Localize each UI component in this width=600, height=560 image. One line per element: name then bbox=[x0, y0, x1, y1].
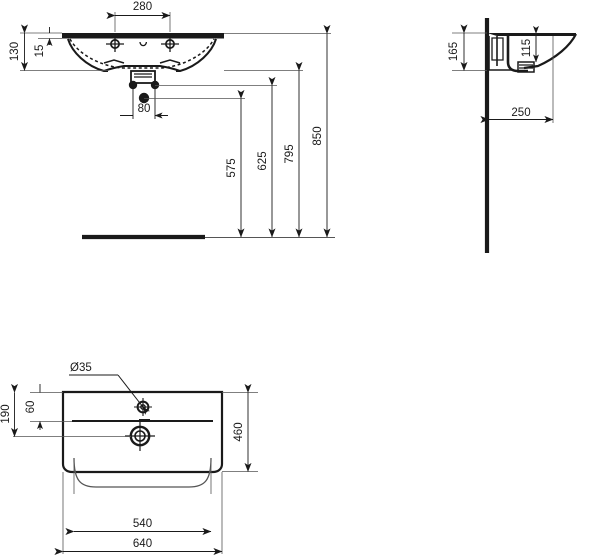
dimension-850: 850 bbox=[312, 24, 331, 238]
dimension-540-label: 540 bbox=[133, 518, 152, 530]
overflow-slot bbox=[139, 41, 148, 47]
waste-outlet-hatch bbox=[134, 73, 152, 78]
dimension-625-label: 625 bbox=[257, 151, 269, 170]
dimension-280: 280 bbox=[106, 1, 171, 32]
dimension-795-label: 795 bbox=[284, 144, 296, 163]
dimension-640-label: 640 bbox=[133, 538, 152, 550]
overflow-notch-plan bbox=[139, 419, 150, 422]
dimension-795: 795 bbox=[284, 61, 303, 238]
ledge-chevron-right bbox=[159, 59, 181, 64]
bowl-inner-plan bbox=[73, 457, 212, 488]
dimension-80: 80 bbox=[120, 85, 168, 119]
front-elevation-view: 280 130 15 80 bbox=[9, 1, 335, 240]
dimension-130: 130 bbox=[9, 24, 108, 71]
bracket-plate bbox=[491, 37, 504, 61]
bowl-lower-front bbox=[103, 64, 181, 72]
plan-view: Ø35 60 190 460 540 640 bbox=[0, 362, 258, 555]
dimension-165: 165 bbox=[448, 24, 487, 71]
waste-outlet-plan bbox=[125, 421, 155, 451]
bowl-outer-left bbox=[66, 38, 108, 73]
dimension-diameter-35: Ø35 bbox=[69, 362, 151, 415]
dimension-60: 60 bbox=[25, 384, 72, 430]
dimension-280-label: 280 bbox=[133, 1, 152, 13]
dimension-15-label: 15 bbox=[34, 45, 46, 58]
dimension-250: 250 bbox=[480, 36, 554, 123]
dimension-575: 575 bbox=[226, 89, 245, 238]
dimension-60-label: 60 bbox=[25, 401, 37, 414]
dimension-130-label: 130 bbox=[9, 42, 21, 61]
waste-hatch-side bbox=[519, 64, 533, 69]
basin-plan-outline bbox=[61, 390, 224, 474]
dimension-80-label: 80 bbox=[138, 103, 151, 115]
basin-rim-section bbox=[487, 33, 576, 36]
dimension-250-label: 250 bbox=[511, 107, 530, 119]
dimension-165-label: 165 bbox=[448, 42, 460, 61]
side-elevation-view: 165 115 250 bbox=[448, 18, 577, 253]
dimension-diameter-35-label: Ø35 bbox=[70, 362, 92, 374]
dimension-850-label: 850 bbox=[312, 126, 324, 145]
basin-front-outline bbox=[62, 33, 224, 84]
ledge-chevron-left bbox=[103, 59, 125, 64]
dimension-190-label: 190 bbox=[0, 404, 12, 423]
tap-hole-left bbox=[106, 36, 124, 52]
dimension-460-label: 460 bbox=[233, 422, 245, 441]
dimension-625: 625 bbox=[257, 76, 276, 238]
bowl-outer-right bbox=[176, 38, 218, 73]
dimension-575-label: 575 bbox=[226, 158, 238, 177]
dimension-190: 190 bbox=[0, 383, 131, 437]
dimension-115-label: 115 bbox=[521, 39, 533, 57]
dimension-460: 460 bbox=[222, 383, 258, 472]
dimension-115: 115 bbox=[521, 25, 539, 63]
basin-rim-slab bbox=[62, 33, 224, 39]
dimension-540: 540 bbox=[65, 518, 212, 535]
bowl-profile-side bbox=[523, 33, 577, 70]
tap-hole-right bbox=[161, 36, 179, 52]
waste-connection-point bbox=[138, 92, 150, 104]
waste-outlet-side bbox=[517, 61, 535, 73]
bracket-outline bbox=[488, 36, 512, 71]
waste-outlet-box bbox=[130, 70, 156, 84]
dimension-15: 15 bbox=[34, 27, 62, 57]
dimension-640: 640 bbox=[54, 472, 223, 555]
bowl-witness-lines bbox=[73, 458, 212, 494]
bowl-inner-dashed bbox=[69, 38, 215, 69]
